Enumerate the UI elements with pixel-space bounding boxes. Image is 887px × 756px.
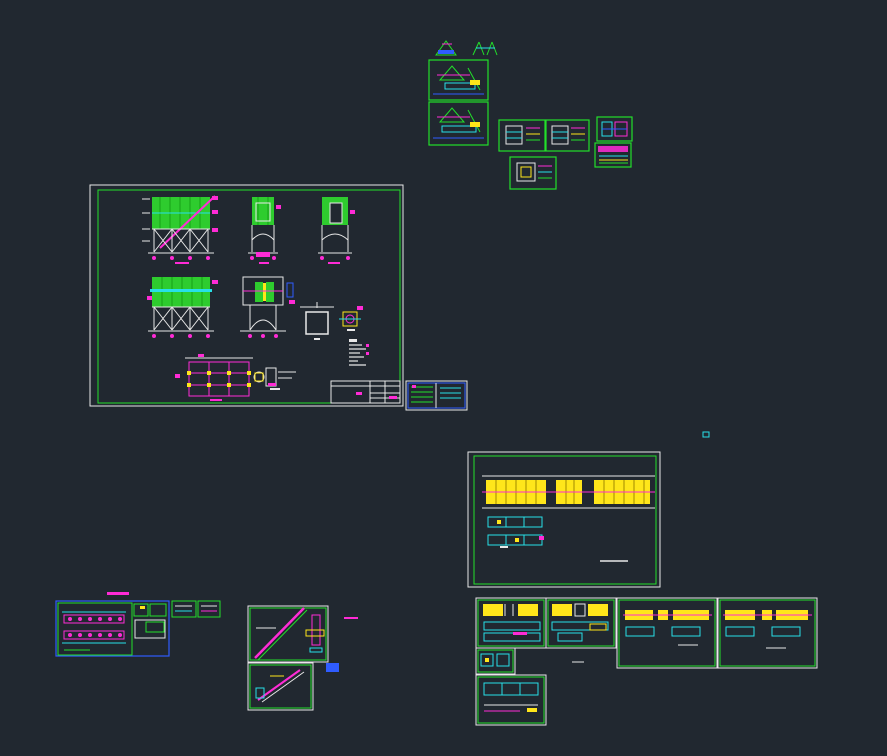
plan-strip[interactable] bbox=[482, 475, 655, 509]
sheet-detail-2[interactable] bbox=[545, 119, 590, 152]
main-drawing-sheet[interactable] bbox=[89, 184, 404, 407]
plan-sheet[interactable] bbox=[467, 451, 661, 588]
section-sheet-f[interactable] bbox=[475, 674, 547, 726]
section-sheet-d[interactable] bbox=[717, 597, 818, 669]
staircase-sheet[interactable] bbox=[247, 605, 358, 672]
plan-sheet-inner-frame bbox=[473, 455, 657, 585]
sheet-detail-2-content bbox=[551, 125, 585, 145]
section-sheet-a[interactable] bbox=[475, 597, 547, 649]
equipment-row-2[interactable] bbox=[62, 630, 126, 644]
staircase-detail-sheet[interactable] bbox=[247, 662, 314, 711]
flange-detail[interactable] bbox=[339, 306, 363, 331]
sheet-detail-3-content bbox=[516, 162, 552, 182]
side-elevation-2[interactable] bbox=[318, 197, 355, 264]
section-view[interactable] bbox=[240, 276, 295, 338]
sheet-top-a[interactable] bbox=[428, 59, 489, 101]
schedule-sheet[interactable] bbox=[405, 380, 468, 411]
anchor-detail[interactable] bbox=[253, 367, 296, 390]
side-elevation-1[interactable] bbox=[248, 197, 281, 264]
sheet-detail-1[interactable] bbox=[498, 119, 546, 152]
sheet-detail-1-content bbox=[505, 125, 540, 145]
main-sheet-inner-frame bbox=[97, 189, 401, 404]
sheet-top-b[interactable] bbox=[428, 101, 489, 146]
section-sheets[interactable] bbox=[475, 597, 818, 726]
foundation-plan[interactable] bbox=[175, 354, 253, 401]
view-marker[interactable] bbox=[702, 431, 710, 438]
legend-sheets[interactable] bbox=[171, 600, 221, 618]
equipment-layout-sheet[interactable] bbox=[55, 592, 170, 657]
section-sheet-b[interactable] bbox=[545, 597, 617, 649]
sheet-detail-4[interactable] bbox=[596, 116, 633, 142]
hopper-plan-detail[interactable] bbox=[300, 302, 334, 340]
general-notes bbox=[349, 339, 369, 366]
sheet-detail-5[interactable] bbox=[594, 142, 632, 168]
top-sheet-cluster[interactable] bbox=[428, 40, 633, 190]
sheet-detail-4-content bbox=[601, 121, 628, 137]
equipment-row-1[interactable] bbox=[62, 611, 126, 624]
sheet-top-b-content bbox=[433, 107, 484, 139]
plan-grid-small[interactable] bbox=[487, 516, 544, 548]
section-sheet-e[interactable] bbox=[475, 647, 516, 675]
section-sheet-c[interactable] bbox=[616, 597, 718, 669]
top-symbols bbox=[435, 40, 498, 56]
front-elevation[interactable] bbox=[142, 195, 218, 264]
plan-sheet-outer-frame bbox=[467, 451, 661, 588]
sheet-detail-3[interactable] bbox=[509, 156, 557, 190]
sheet-top-a-content bbox=[433, 65, 484, 95]
rear-elevation[interactable] bbox=[147, 277, 218, 338]
main-sheet-outer-frame bbox=[89, 184, 404, 407]
sheet-detail-5-content bbox=[598, 146, 628, 164]
title-block[interactable] bbox=[330, 380, 401, 404]
